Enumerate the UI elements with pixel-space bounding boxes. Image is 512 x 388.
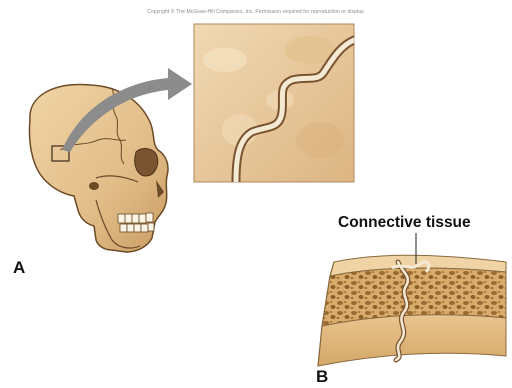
- panel-label-b: B: [316, 367, 328, 387]
- panel-label-a: A: [13, 258, 25, 278]
- bone-cross-section: [318, 233, 506, 366]
- suture-closeup: [194, 24, 354, 182]
- orbit: [135, 149, 158, 176]
- compact-bone-layer: [318, 315, 506, 366]
- ear-canal: [89, 182, 99, 190]
- connective-tissue-label: Connective tissue: [338, 214, 471, 232]
